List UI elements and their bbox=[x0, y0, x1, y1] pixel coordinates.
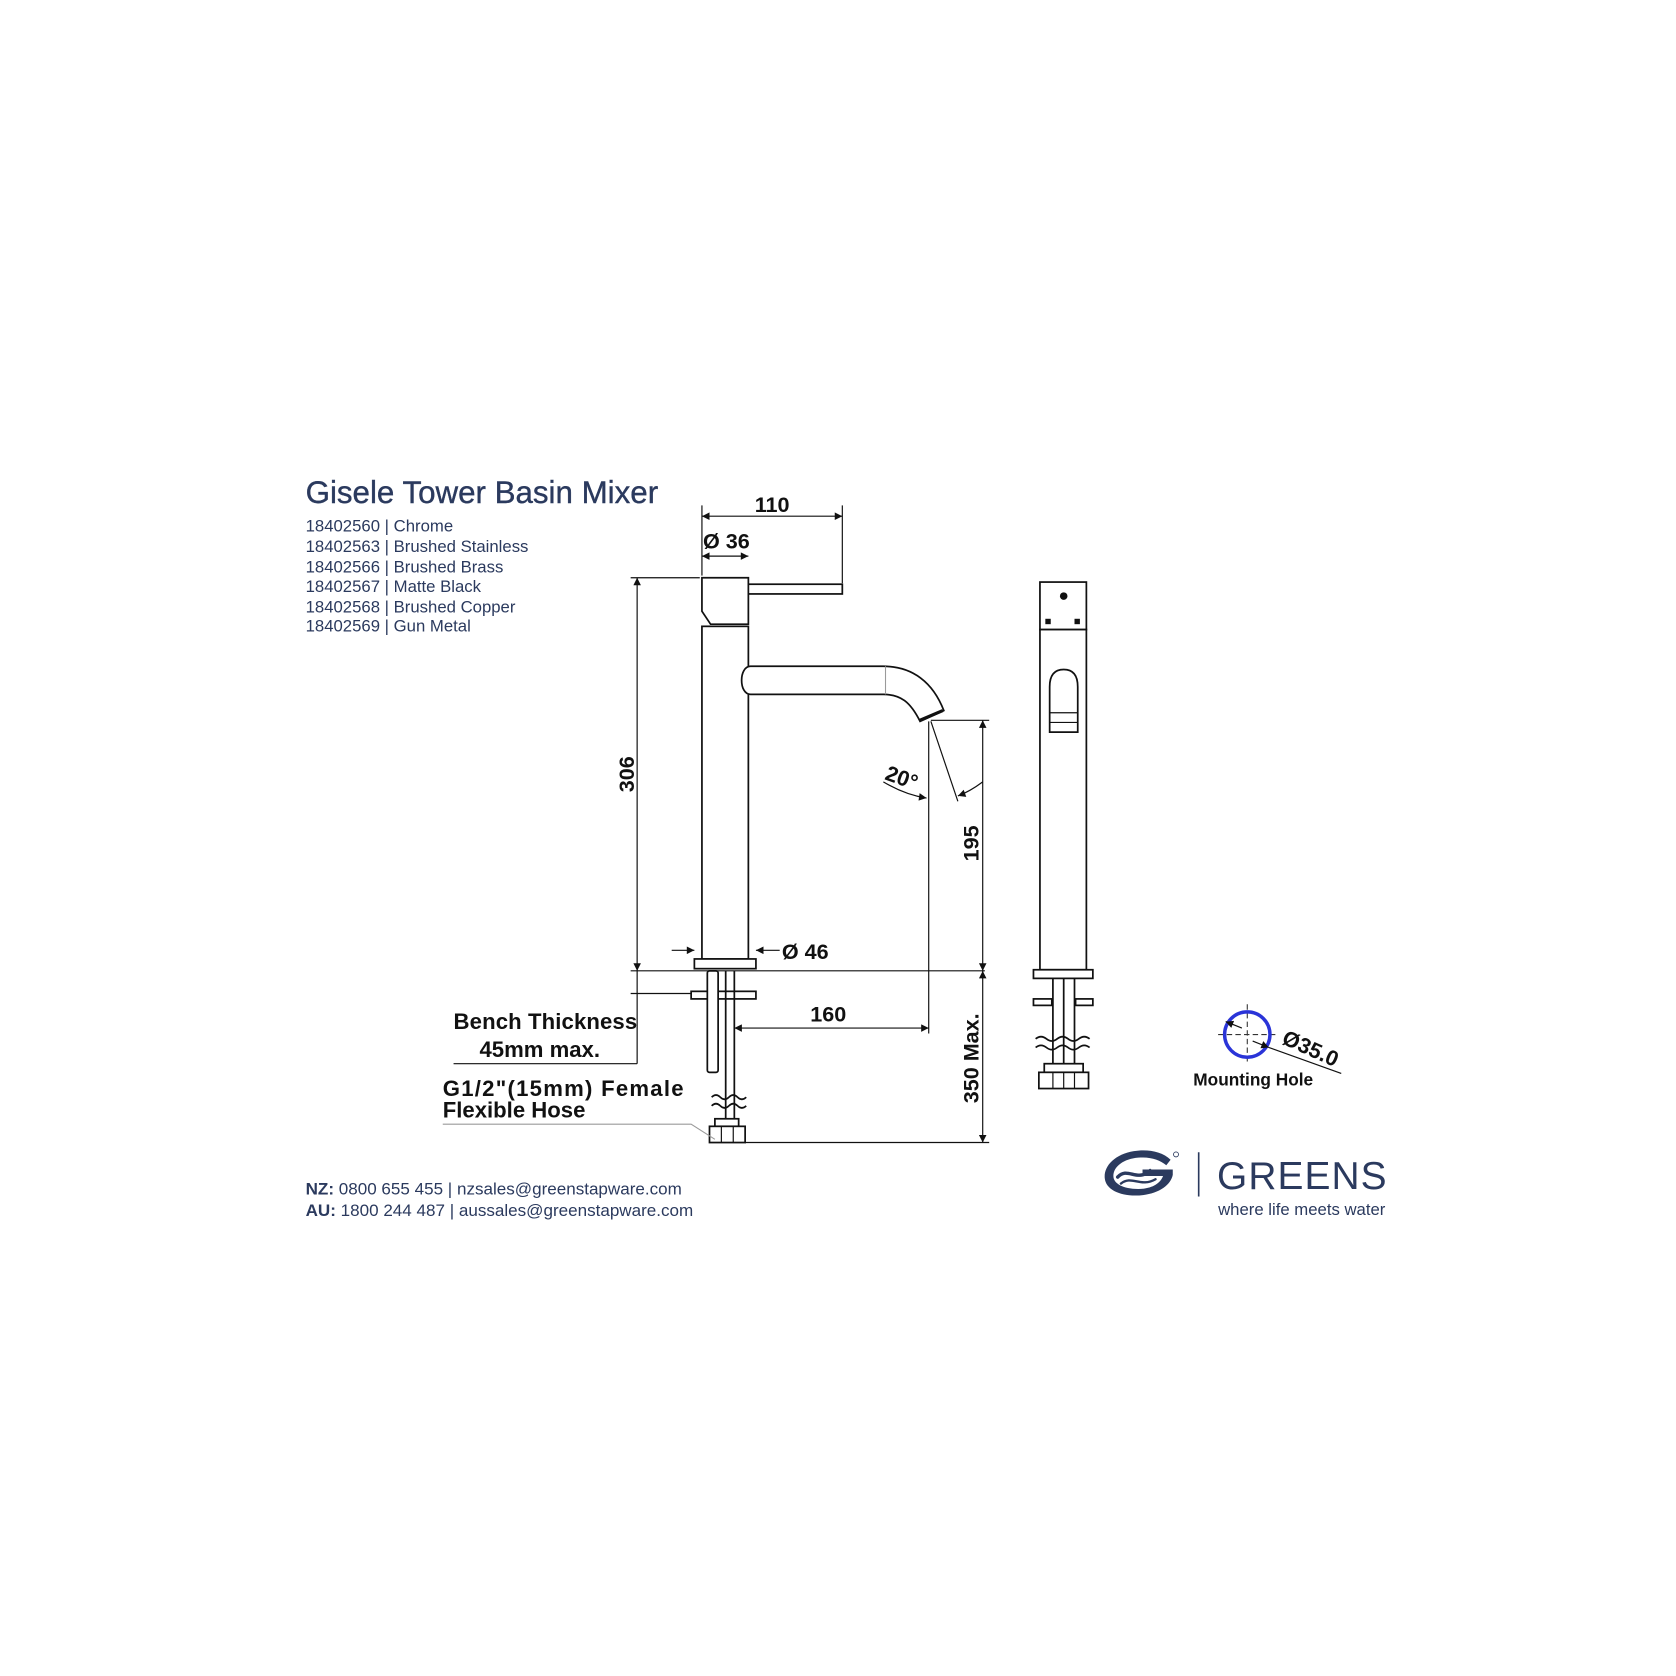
product-finish: Gun Metal bbox=[394, 617, 471, 636]
mounting-hole-detail: Ø35.0 Mounting Hole bbox=[1193, 1004, 1343, 1089]
phone-number: 0800 655 455 bbox=[339, 1179, 443, 1198]
angle-arc-left bbox=[883, 781, 927, 801]
hose-break-mark bbox=[711, 1094, 747, 1101]
side-washer bbox=[1074, 998, 1094, 1007]
mounting-hole-label: Mounting Hole bbox=[1193, 1069, 1313, 1089]
spout bbox=[740, 665, 945, 723]
product-finish: Chrome bbox=[394, 516, 453, 535]
spout-outlet bbox=[919, 709, 944, 722]
product-code: 18402567 bbox=[306, 577, 380, 596]
email-address: nzsales@greenstapware.com bbox=[457, 1179, 682, 1198]
dimension-lines: 110 Ø 36 306 Ø 46 195 20° 160 350 Max. bbox=[614, 492, 990, 1144]
brand-tagline: where life meets water bbox=[1217, 1200, 1386, 1219]
side-view-drawing bbox=[1032, 581, 1094, 1090]
bench-thickness-line1: Bench Thickness bbox=[454, 1009, 638, 1034]
email-address: aussales@greenstapware.com bbox=[459, 1201, 693, 1220]
bench-thickness-callout: Bench Thickness 45mm max. bbox=[453, 970, 638, 1065]
below-bench-label: 350 Max. bbox=[958, 1013, 983, 1103]
threaded-shank bbox=[706, 969, 719, 1074]
handle-diameter-label: Ø 36 bbox=[703, 529, 750, 554]
separator: | bbox=[385, 557, 389, 576]
contact-line-nz: NZ: 0800 655 455 | nzsales@greenstapware… bbox=[306, 1179, 682, 1198]
side-base-flange bbox=[1032, 968, 1094, 980]
outlet-angle-line bbox=[930, 721, 959, 802]
outlet-height-label: 195 bbox=[958, 825, 983, 861]
product-line: 18402569 | Gun Metal bbox=[306, 617, 471, 636]
backnut-washer bbox=[690, 990, 757, 1000]
hose-callout-leader bbox=[442, 1123, 716, 1140]
brand-name: GREENS bbox=[1217, 1155, 1388, 1198]
contact-line-au: AU: 1800 244 487 | aussales@greenstapwar… bbox=[306, 1201, 694, 1220]
phone-number: 1800 244 487 bbox=[341, 1201, 445, 1220]
product-line: 18402567 | Matte Black bbox=[306, 577, 482, 596]
product-finish: Matte Black bbox=[394, 577, 482, 596]
mixer-body bbox=[701, 625, 750, 960]
product-line: 18402568 | Brushed Copper bbox=[306, 597, 516, 616]
separator: | bbox=[450, 1201, 454, 1220]
hole-diameter-leader bbox=[1268, 1046, 1342, 1074]
contact-block: NZ: 0800 655 455 | nzsales@greenstapware… bbox=[306, 1179, 694, 1220]
separator: | bbox=[385, 597, 389, 616]
product-code-list: 18402560 | Chrome 18402563 | Brushed Sta… bbox=[306, 516, 529, 635]
product-line: 18402560 | Chrome bbox=[306, 516, 454, 535]
separator: | bbox=[448, 1179, 452, 1198]
product-code: 18402566 bbox=[306, 557, 380, 576]
bench-thickness-line2: 45mm max. bbox=[479, 1037, 600, 1062]
cap-detail-mark bbox=[1074, 618, 1080, 625]
product-code: 18402560 bbox=[306, 516, 380, 535]
handle-cap bbox=[701, 576, 750, 626]
base-flange bbox=[693, 958, 757, 970]
handle-reach-label: 110 bbox=[755, 492, 790, 517]
product-finish: Brushed Stainless bbox=[394, 537, 529, 556]
body-height-label: 306 bbox=[614, 756, 639, 792]
side-spout-outlet bbox=[1048, 668, 1079, 734]
product-code: 18402569 bbox=[306, 617, 380, 636]
hose-nut bbox=[708, 1125, 746, 1144]
brand-logo: GREENS where life meets water bbox=[1104, 1150, 1388, 1219]
side-nut-collar bbox=[1043, 1062, 1085, 1074]
hole-diameter-label: Ø35.0 bbox=[1279, 1025, 1343, 1072]
mounting-hole-circle bbox=[1222, 1010, 1272, 1059]
product-code: 18402563 bbox=[306, 537, 380, 556]
cap-detail-mark bbox=[1045, 618, 1051, 625]
front-view-drawing bbox=[630, 576, 985, 1144]
product-line: 18402566 | Brushed Brass bbox=[306, 557, 504, 576]
separator: | bbox=[385, 516, 389, 535]
hose-callout: G1/2"(15mm) Female Flexible Hose bbox=[442, 1076, 716, 1140]
spout-reach-label: 160 bbox=[810, 1002, 846, 1027]
greens-wave-g-icon bbox=[1104, 1150, 1179, 1196]
page-title: Gisele Tower Basin Mixer bbox=[306, 475, 659, 510]
product-line: 18402563 | Brushed Stainless bbox=[306, 537, 529, 556]
separator: | bbox=[385, 617, 389, 636]
base-diameter-label: Ø 46 bbox=[782, 939, 829, 964]
hose-nut-collar bbox=[714, 1117, 740, 1128]
hose-spec-line1: G1/2"(15mm) Female bbox=[443, 1076, 684, 1101]
hose-break-mark bbox=[711, 1102, 747, 1109]
product-finish: Brushed Brass bbox=[394, 557, 504, 576]
handle-indicator-dot bbox=[1059, 592, 1068, 600]
product-code: 18402568 bbox=[306, 597, 380, 616]
side-washer bbox=[1032, 998, 1053, 1007]
hole-diameter-arrow bbox=[1252, 1040, 1270, 1049]
separator: | bbox=[385, 537, 389, 556]
hole-diameter-arrow bbox=[1225, 1020, 1243, 1029]
side-hose-break bbox=[1035, 1035, 1091, 1042]
separator: | bbox=[385, 577, 389, 596]
region-label: AU: bbox=[306, 1201, 336, 1220]
outlet-angle-label: 20° bbox=[882, 760, 921, 795]
handle-lever bbox=[744, 583, 844, 595]
hose-spec-line2: Flexible Hose bbox=[443, 1098, 586, 1123]
region-label: NZ: bbox=[306, 1179, 334, 1198]
product-finish: Brushed Copper bbox=[394, 597, 516, 616]
side-hose-break bbox=[1035, 1044, 1091, 1051]
angle-arc-right bbox=[957, 781, 984, 797]
